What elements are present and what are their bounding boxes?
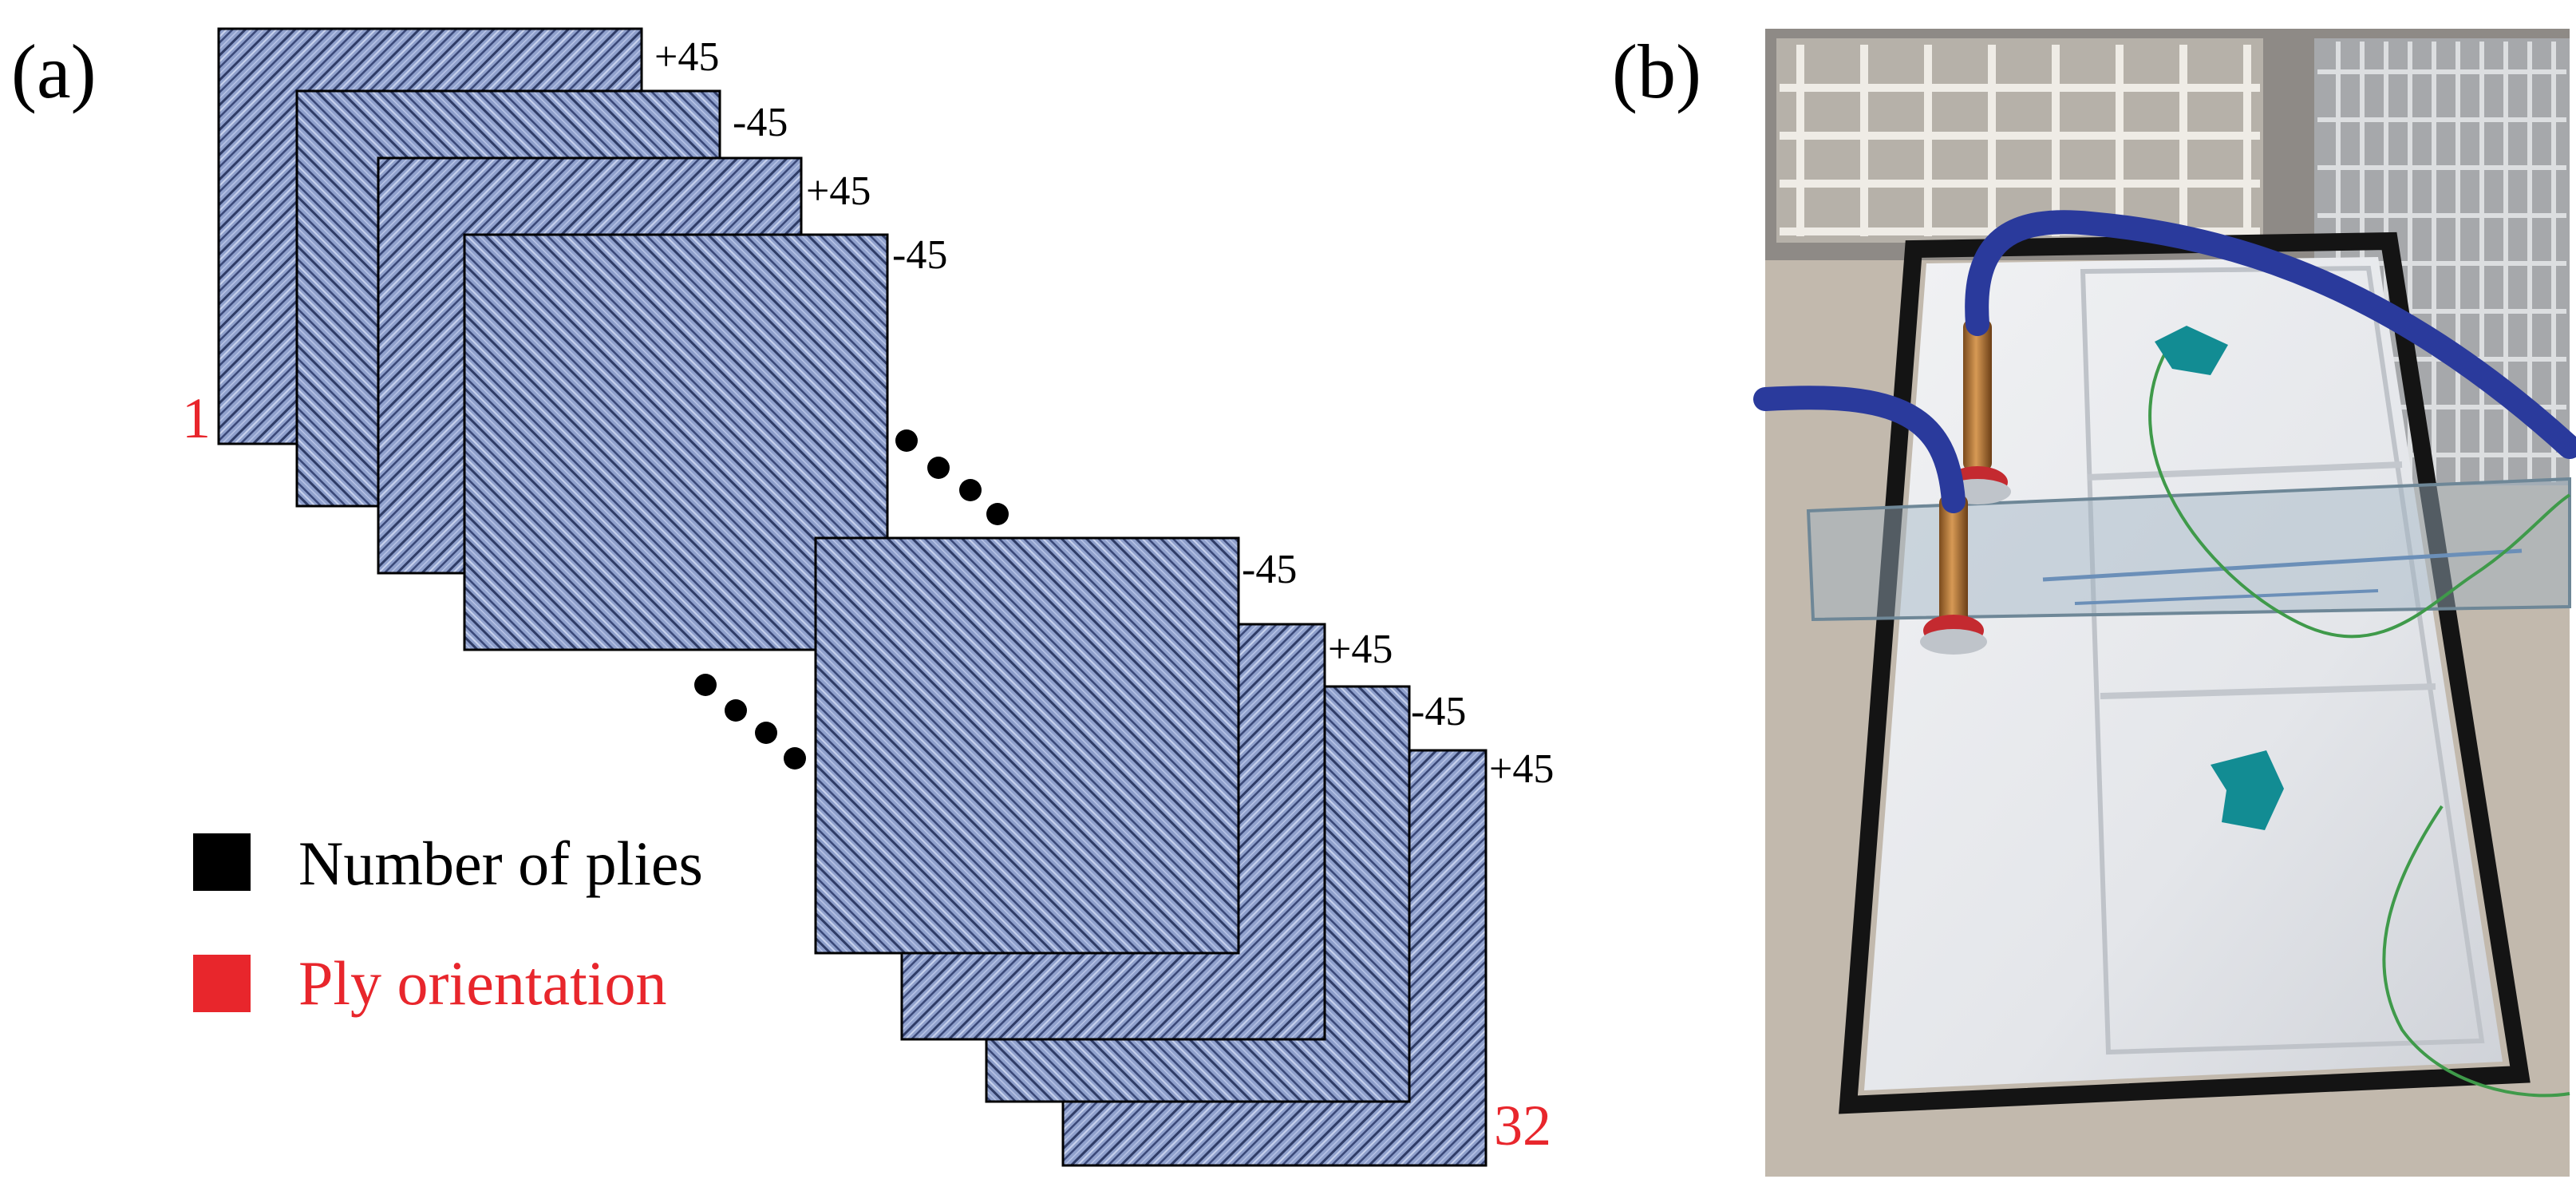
continuation-dots-upper xyxy=(895,429,1009,525)
bottom-ply-stack: -45 +45 -45 +45 xyxy=(814,536,1554,1167)
legend-text-plies: Number of plies xyxy=(298,829,703,898)
vacuum-hose-lower xyxy=(1753,386,1966,513)
ply-bottom-2-orientation: +45 xyxy=(1328,627,1393,672)
teal-tape-patch-1 xyxy=(2155,326,2228,375)
sealing-tape-band xyxy=(1806,477,2571,622)
legend-swatch-plies xyxy=(193,833,251,891)
vacuum-port-lower xyxy=(1920,495,1987,655)
panel-b-label: (b) xyxy=(1612,29,1701,114)
vacuum-port-upper xyxy=(1944,319,2011,504)
continuation-dots-lower xyxy=(694,674,806,770)
ply-top-2-orientation: -45 xyxy=(733,100,788,145)
legend-text-orientation: Ply orientation xyxy=(298,948,666,1018)
teal-tape-patch-2 xyxy=(2211,750,2284,830)
ply-bottom-1-orientation: -45 xyxy=(1242,547,1297,592)
ply-bottom-1 xyxy=(814,536,1240,955)
thermocouple-wire-2 xyxy=(2382,805,2570,1098)
ply-top-4-orientation: -45 xyxy=(892,232,947,278)
panel-b: (b) xyxy=(1612,29,2576,1177)
panel-a-label: (a) xyxy=(11,29,97,114)
top-ply-stack: +45 -45 +45 -45 xyxy=(217,27,947,651)
ply-top-3-orientation: +45 xyxy=(806,168,871,214)
ply-bottom-4-orientation: +45 xyxy=(1489,746,1554,792)
ply-top-1-orientation: +45 xyxy=(654,34,719,80)
first-ply-number: 1 xyxy=(182,386,211,450)
last-ply-number: 32 xyxy=(1494,1094,1551,1157)
vacuum-hose-upper xyxy=(1965,210,2576,459)
vacuum-bag-photo xyxy=(1753,29,2576,1177)
thermocouple-wire-1 xyxy=(2148,342,2571,639)
legend: Number of plies Ply orientation xyxy=(193,829,703,1018)
ply-bottom-3-orientation: -45 xyxy=(1411,689,1466,734)
tray-grid xyxy=(1776,38,2263,243)
legend-swatch-orientation xyxy=(193,955,251,1012)
panel-a: (a) +45 -45 +45 -45 1 xyxy=(11,27,1554,1167)
